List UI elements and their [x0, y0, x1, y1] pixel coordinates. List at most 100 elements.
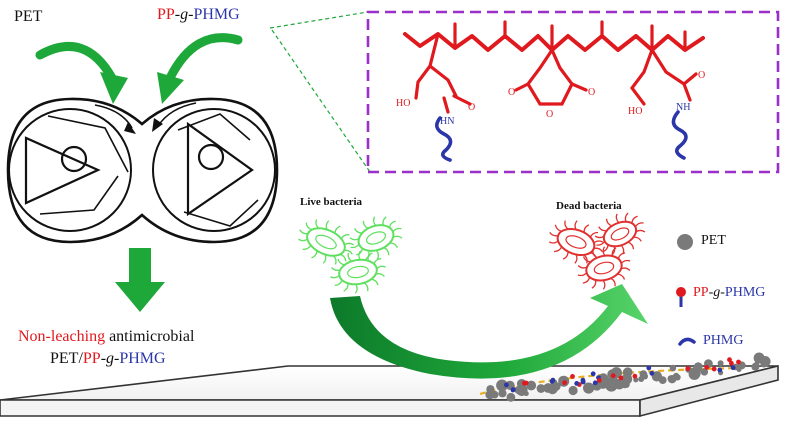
legend-pp-marker — [676, 287, 686, 307]
pet-particle — [669, 364, 677, 372]
pet-particle — [568, 385, 578, 396]
live-bacterium — [349, 216, 403, 260]
atom-o-ring-left: O — [508, 87, 515, 98]
atom-o-right: O — [698, 70, 705, 81]
pp-text: PP — [157, 6, 175, 23]
pet-particle — [762, 358, 769, 365]
pet-particle — [536, 384, 546, 393]
pp-input-arrow — [157, 33, 243, 104]
atom-ho-left: HO — [396, 98, 410, 109]
structure-atom-labels: HO HN O O O O HO NH O — [396, 70, 705, 127]
dead-bacterium — [548, 220, 604, 264]
chemical-structure — [403, 20, 705, 162]
pp-g-phmg-particle — [649, 370, 655, 376]
legend-dash-2: - — [720, 285, 725, 300]
structure-zoom-box — [366, 10, 780, 174]
pp-g-phmg-particle — [711, 366, 717, 372]
pet-particle — [507, 381, 514, 388]
pp-g-phmg-particle — [729, 360, 734, 366]
pp-g-phmg-particle — [590, 371, 596, 377]
legend-pet-marker — [677, 234, 693, 250]
pp-g-phmg-particle — [504, 382, 509, 388]
pet-sheet — [0, 364, 779, 418]
pet-particle — [486, 385, 495, 394]
pp-g-phmg-particle — [570, 374, 575, 379]
pet-particle — [496, 379, 508, 392]
pet-particle — [621, 380, 629, 389]
legend-dash-1: - — [708, 285, 714, 300]
pet-particle — [498, 389, 507, 398]
twin-screw-extruder — [6, 97, 279, 244]
pp-g-phmg-particle — [646, 365, 652, 371]
legend-g-text: g — [713, 285, 721, 300]
pp-g-phmg-input-label: PP-g-PHMG — [157, 6, 240, 24]
pp-g-phmg-particle — [704, 365, 710, 370]
live-bacterium — [298, 219, 354, 265]
pp-g-phmg-particle — [592, 380, 598, 386]
product-dash-1: - — [100, 350, 107, 367]
pp-g-phmg-particle — [523, 380, 529, 386]
pet-particle — [547, 383, 558, 395]
pet-particle — [605, 379, 618, 392]
non-leaching-text: Non-leaching — [18, 328, 106, 345]
pet-input-arrow — [35, 42, 128, 104]
pp-g-phmg-particle — [685, 366, 691, 371]
pp-g-phmg-particle — [562, 380, 567, 386]
antimicrobial-text: antimicrobial — [105, 328, 195, 345]
pet-slash-text: PET/ — [50, 350, 83, 367]
live-bacteria-label: Live bacteria — [300, 196, 363, 208]
pet-particle — [700, 368, 709, 376]
atom-o-left: O — [468, 102, 475, 113]
pet-particle — [674, 374, 681, 381]
pet-particle — [508, 393, 515, 400]
dash-text: - — [174, 6, 181, 23]
product-label-line1: Non-leaching antimicrobial — [18, 328, 194, 346]
pet-particle — [526, 380, 537, 391]
product-g-text: g — [106, 350, 115, 367]
product-label-line2: PET/PP-g-PHMG — [50, 350, 166, 368]
kill-process-arrow — [330, 284, 648, 379]
pet-particle — [622, 367, 633, 378]
dead-bacteria-cluster — [548, 212, 646, 290]
pp-g-phmg-particle — [727, 357, 732, 363]
pp-g-phmg-particle — [717, 367, 723, 373]
atom-nh-right: NH — [676, 102, 690, 113]
legend-phmg-marker — [678, 337, 696, 346]
legend-phmg-label: PHMG — [703, 333, 744, 348]
product-dash-2: - — [114, 350, 120, 367]
dash-text-2: - — [188, 6, 194, 23]
pp-g-phmg-particle — [574, 381, 580, 386]
pp-g-phmg-particle — [610, 373, 616, 379]
legend-pp-label: PP-g-PHMG — [693, 285, 765, 301]
pp-g-phmg-particle — [730, 365, 736, 371]
dead-bacterium — [577, 246, 631, 290]
pp-g-phmg-particle — [618, 375, 624, 381]
atom-o-ring-right: O — [588, 87, 595, 98]
atom-o-ring-bottom: O — [546, 109, 553, 120]
legend-pp-text: PP — [693, 285, 709, 300]
atom-hn-left: HN — [440, 116, 454, 127]
pet-particle — [583, 382, 595, 394]
legend-phmg-text: PHMG — [724, 285, 766, 300]
pp-g-phmg-particle — [596, 378, 602, 383]
surface-particles — [479, 352, 771, 402]
g-text: g — [180, 6, 189, 23]
legend — [676, 234, 696, 346]
pp-g-phmg-particle — [736, 359, 741, 365]
pet-particle — [658, 376, 667, 384]
live-bacteria-cluster — [298, 216, 403, 294]
pet-input-label: PET — [14, 8, 43, 25]
pet-particle — [754, 361, 760, 367]
pp-g-phmg-particle — [549, 378, 555, 384]
dead-bacteria-label: Dead bacteria — [556, 200, 622, 212]
legend-pet-label: PET — [701, 233, 726, 248]
atom-ho-right: HO — [628, 106, 642, 117]
zoom-connector-lines — [269, 11, 371, 173]
live-bacterium — [330, 250, 386, 294]
pet-particle — [523, 391, 529, 397]
product-pp-text: PP — [82, 350, 101, 367]
pp-g-phmg-particle — [510, 387, 516, 392]
pet-particle — [693, 362, 703, 371]
pet-particle — [639, 370, 648, 379]
